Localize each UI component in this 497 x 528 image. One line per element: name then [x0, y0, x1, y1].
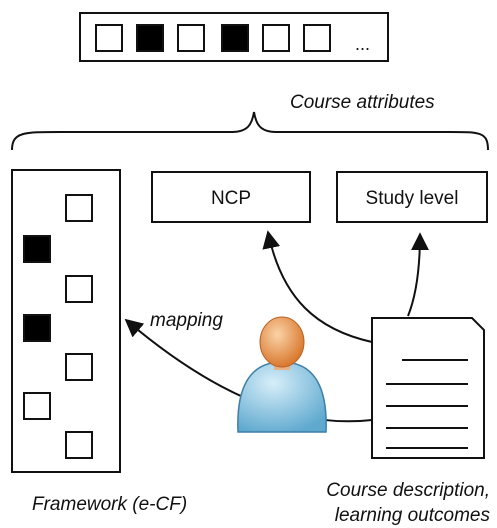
framework-cell	[23, 235, 51, 263]
attribute-strip-cells	[95, 24, 331, 52]
attribute-cell	[95, 24, 123, 52]
study-level-box: Study level	[336, 171, 488, 223]
ncp-label: NCP	[211, 188, 251, 209]
framework-cell	[65, 431, 93, 459]
arrow-to-study-level	[407, 232, 429, 317]
arrow-to-ncp	[262, 230, 373, 343]
framework-label: Framework (e-CF)	[32, 494, 187, 515]
mapping-label: mapping	[150, 310, 223, 331]
framework-cell	[65, 275, 93, 303]
document-label-line2: learning outcomes	[335, 505, 491, 526]
framework-cell	[23, 314, 51, 342]
document-text-lines	[386, 359, 468, 449]
study-level-label: Study level	[366, 188, 459, 209]
attribute-cell	[177, 24, 205, 52]
course-attributes-label: Course attributes	[290, 92, 435, 113]
framework-cell	[23, 392, 51, 420]
attribute-cell	[221, 24, 249, 52]
framework-cell	[65, 194, 93, 222]
framework-column	[11, 169, 121, 473]
framework-cell	[65, 353, 93, 381]
attribute-cell	[262, 24, 290, 52]
document-sheet	[371, 317, 485, 459]
framework-cells	[23, 194, 93, 459]
attribute-strip-ellipsis: ...	[355, 34, 370, 54]
attribute-cell	[136, 24, 164, 52]
person-icon	[237, 316, 327, 433]
attribute-cell	[303, 24, 331, 52]
course-attribute-strip: ...	[79, 12, 389, 62]
course-document	[371, 317, 485, 459]
course-attributes-brace	[11, 111, 489, 151]
ncp-box: NCP	[151, 171, 311, 223]
document-label-line1: Course description,	[326, 480, 490, 501]
